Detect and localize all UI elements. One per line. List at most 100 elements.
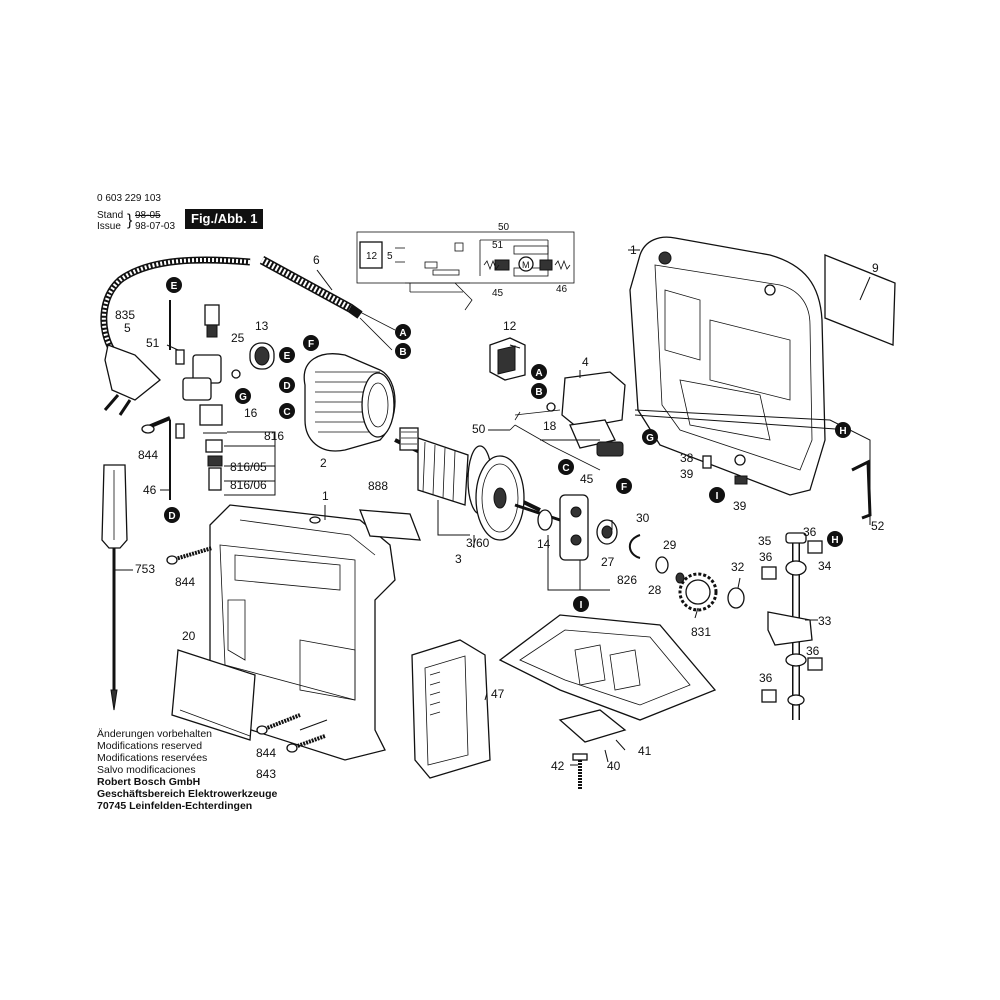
field-coil [303,353,396,452]
note-es: Salvo modificaciones [97,764,196,776]
guard-panel-47 [411,639,491,779]
label-34: 34 [818,559,832,573]
note-fr: Modifications reservées [97,752,208,764]
label-39-a: 39 [680,467,694,481]
note-de: Änderungen vorbehalten [97,728,213,740]
notes-block: Änderungen vorbehalten Modifications res… [97,728,277,812]
marker-b-1: B [399,347,406,358]
marker-i-1: I [716,491,719,502]
hex-key-52 [851,459,872,520]
label-844-a: 844 [138,448,158,462]
company-address: 70745 Leinfelden-Echterdingen [97,800,253,812]
company-division: Geschäftsbereich Elektrowerkzeuge [97,788,278,800]
marker-h-2: H [831,535,838,546]
label-33: 33 [818,614,832,628]
label-39-b: 39 [733,499,747,513]
label-20: 20 [182,629,196,643]
marker-b-2: B [535,387,542,398]
screwdriver [101,464,128,711]
figure-label: Fig./Abb. 1 [185,209,264,229]
label-46: 46 [143,483,157,497]
label-28: 28 [648,583,662,597]
marker-h-1: H [839,426,846,437]
issue-label: Issue [97,221,121,232]
brush-holders [141,300,275,500]
marker-a-1: A [399,328,406,339]
label-27: 27 [601,555,615,569]
marker-i-2: I [580,600,583,611]
sch-12: 12 [366,251,378,262]
switch-assembly [489,337,626,471]
label-831: 831 [691,625,711,639]
label-30: 30 [636,511,650,525]
marker-e-1: E [171,281,178,292]
label-plate-888 [359,509,421,541]
gear-housing-right [629,236,826,496]
label-25: 25 [231,331,245,345]
label-36-d: 36 [759,671,773,685]
label-816-06: 816/06 [230,478,267,492]
label-50: 50 [472,422,486,436]
wiring-schematic: 50 12 5 51 M 45 46 [356,222,575,311]
marker-e-2: E [284,351,291,362]
label-1-top: 1 [630,243,637,257]
part-labels: 1 1 2 3 3/60 4 5 6 9 12 13 14 16 18 20 2… [115,243,885,781]
marker-f-1: F [308,339,314,350]
label-844-c: 844 [256,746,276,760]
label-5: 5 [124,321,131,335]
company-name: Robert Bosch GmbH [97,776,201,788]
side-cover-20 [171,649,256,741]
marker-a-2: A [535,368,542,379]
armature [394,427,561,541]
label-6: 6 [313,253,320,267]
label-816: 816 [264,429,284,443]
label-16: 16 [244,406,258,420]
label-36-b: 36 [759,550,773,564]
sch-50: 50 [498,222,510,233]
base-plate [498,614,717,743]
label-18: 18 [543,419,557,433]
label-3: 3 [455,552,462,566]
part-number: 0 603 229 103 [97,193,161,204]
label-2: 2 [320,456,327,470]
plunger-rod [761,532,823,720]
sch-motor: M [522,260,530,270]
label-29: 29 [663,538,677,552]
label-12: 12 [503,319,517,333]
brace-glyph: } [127,212,133,229]
label-1-bottom: 1 [322,489,329,503]
label-36-c: 36 [806,644,820,658]
label-843: 843 [256,767,276,781]
gear-train [537,494,745,612]
connection-markers: A B A B E E F F D D C C G G [164,277,851,612]
label-51: 51 [146,336,160,350]
label-888: 888 [368,479,388,493]
label-41: 41 [638,744,652,758]
label-835: 835 [115,308,135,322]
screws [166,546,588,790]
label-14: 14 [537,537,551,551]
sch-51: 51 [492,240,504,251]
label-45: 45 [580,472,594,486]
label-13: 13 [255,319,269,333]
marker-d-2: D [168,511,175,522]
label-753: 753 [135,562,155,576]
label-42: 42 [551,759,565,773]
marker-g-2: G [646,433,654,444]
label-36-a: 36 [803,525,817,539]
marker-c-1: C [283,407,290,418]
stand-value: 98-05 [135,210,161,221]
note-en: Modifications reserved [97,740,203,752]
label-52: 52 [871,519,885,533]
label-3-60: 3/60 [466,536,490,550]
label-4: 4 [582,355,589,369]
label-9: 9 [872,261,879,275]
label-816-05: 816/05 [230,460,267,474]
label-35: 35 [758,534,772,548]
sch-45: 45 [492,288,504,299]
label-32: 32 [731,560,745,574]
marker-g-1: G [239,392,247,403]
stand-label: Stand [97,210,124,221]
